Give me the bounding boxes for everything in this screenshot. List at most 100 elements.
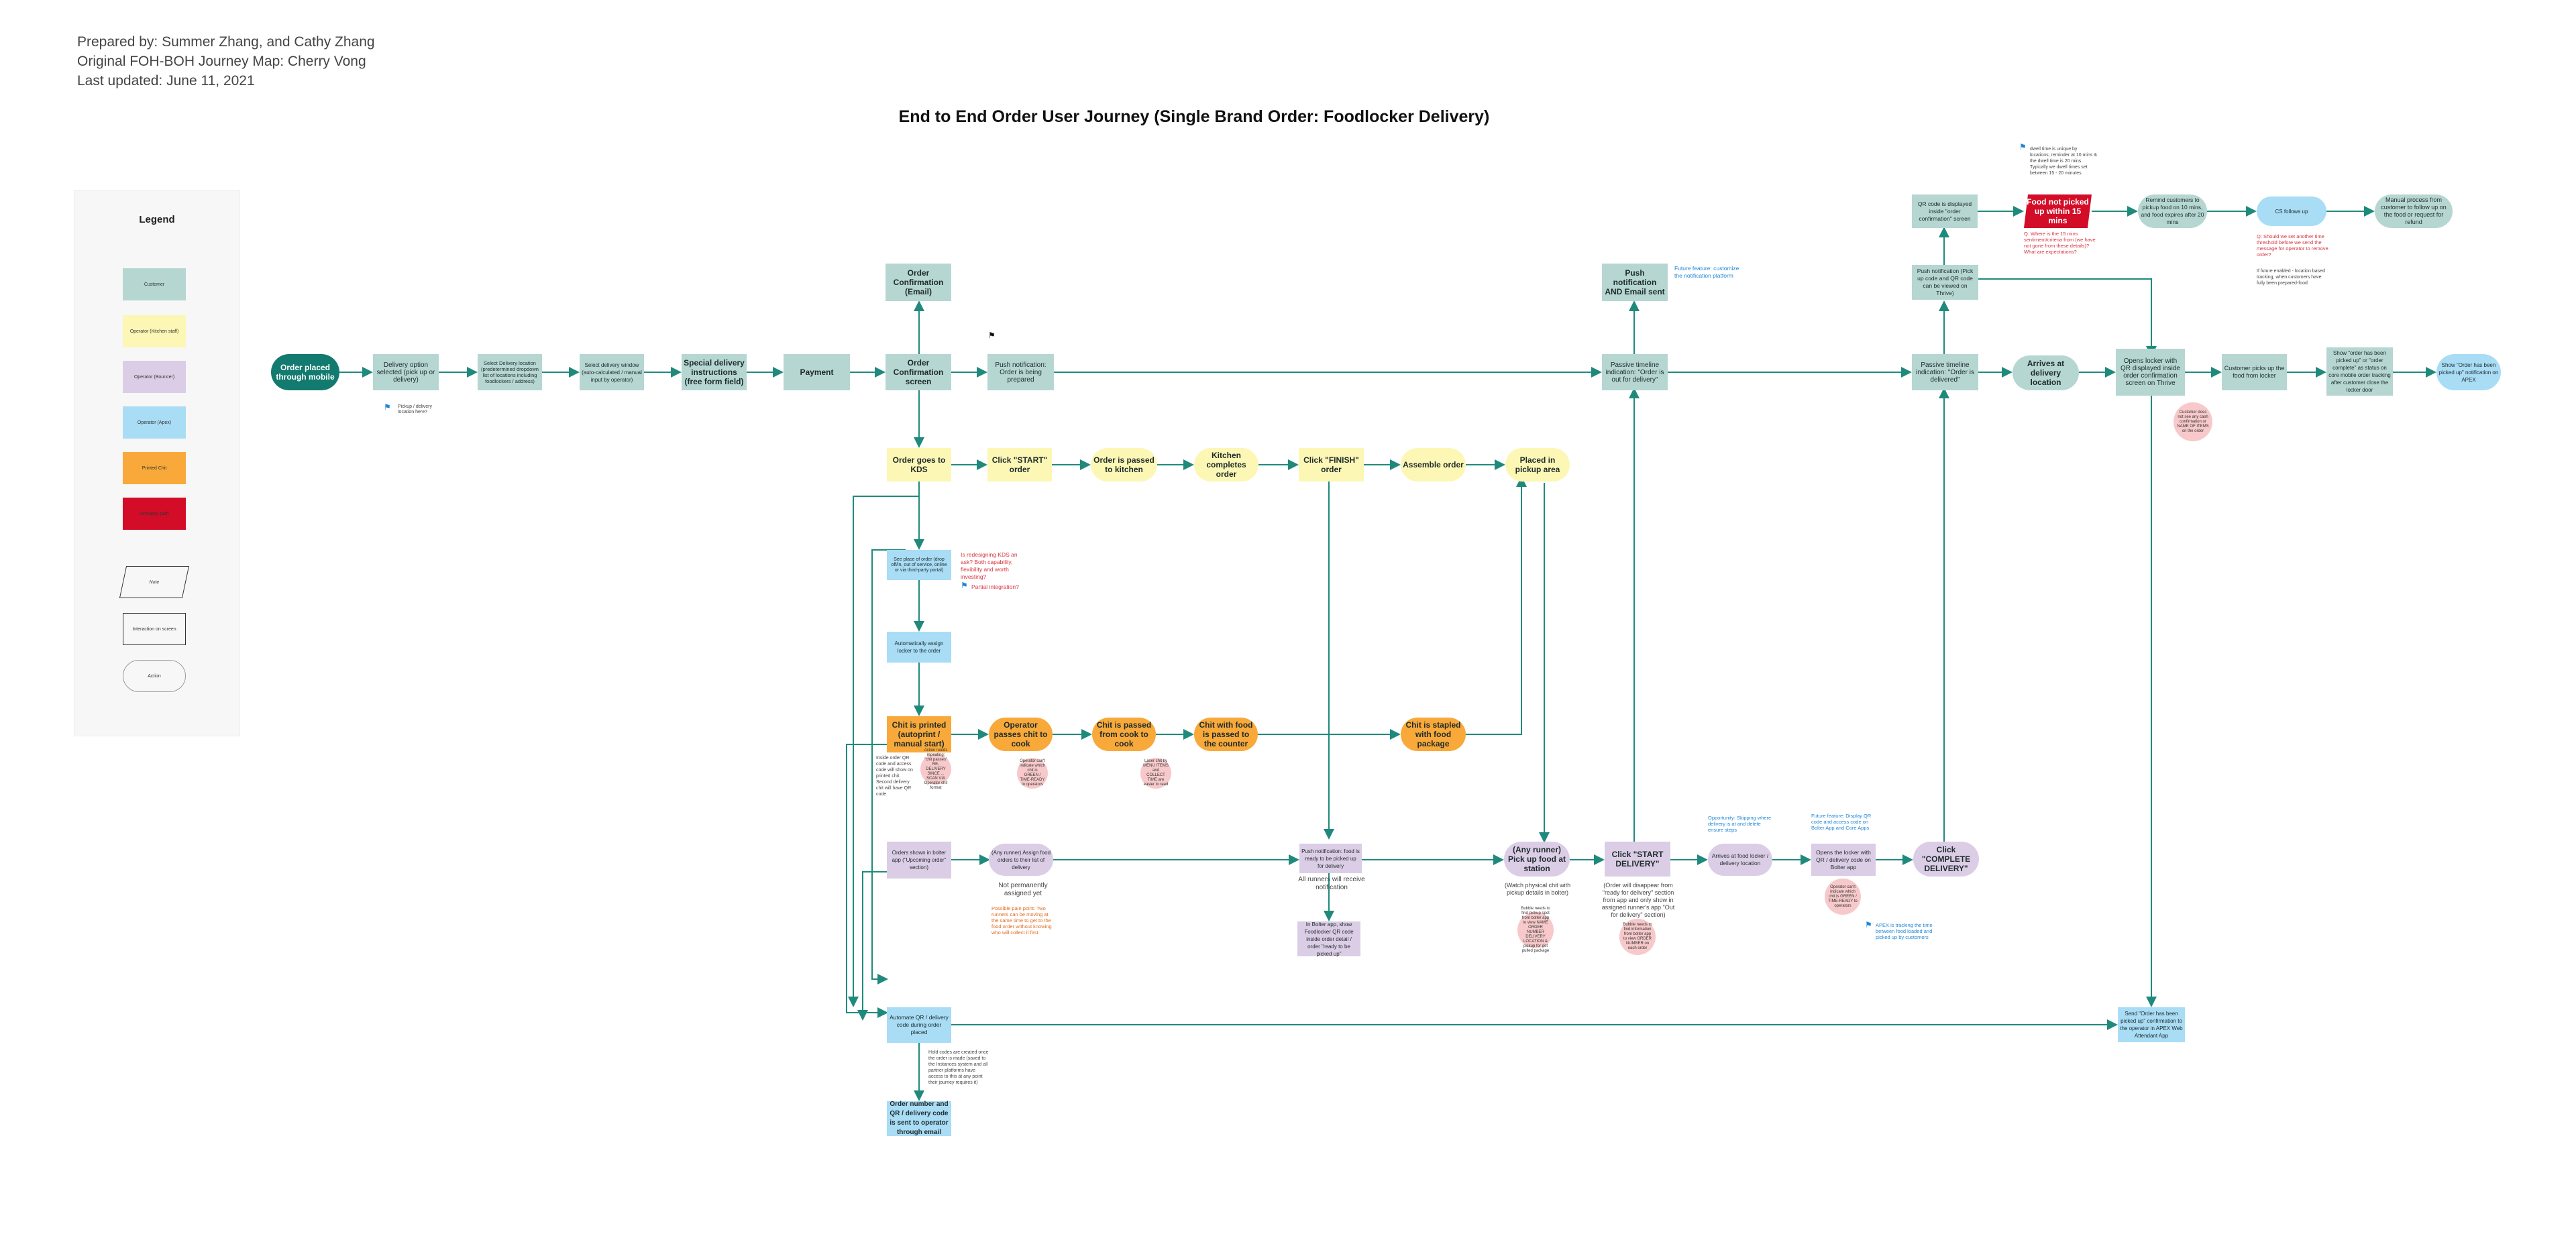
note-opportunity: Opportunity: Skipping where delivery is … <box>1708 815 1772 833</box>
node-passive-out: Passive timeline indication: "Order is o… <box>1602 354 1668 390</box>
pain-bubble: Bubble needs to find pickup spot from bo… <box>1517 907 1554 953</box>
node-arrives-food-locker: Arrives at food locker / delivery locati… <box>1708 844 1772 876</box>
node-click-finish: Click "FINISH" order <box>1299 448 1364 482</box>
note-not-permanent: Not permanently assigned yet <box>998 882 1048 897</box>
node-delivery-option: Delivery option selected (pick up or del… <box>373 354 439 390</box>
node-chit-with-food: Chit with food is passed to the counter <box>1194 718 1258 751</box>
node-opens-locker-qr: Opens the locker with QR / delivery code… <box>1811 844 1876 876</box>
flag-note: Pickup / delivery location here? <box>398 404 432 414</box>
note-red-question-2: Q: Should we set another time threshold … <box>2257 233 2328 258</box>
node-payment: Payment <box>784 354 850 390</box>
pain-bubble: Action needs repeating: "chit passes" RE… <box>920 748 951 790</box>
note-future-state: If future enabled - location based track… <box>2257 269 2325 286</box>
document-meta: Prepared by: Summer Zhang, and Cathy Zha… <box>77 32 375 91</box>
node-push-email-sent: Push notification AND Email sent <box>1602 264 1668 301</box>
node-click-start-order: Click "START" order <box>987 448 1052 482</box>
node-chit-stapled: Chit is stapled with food package <box>1401 718 1466 751</box>
pain-bubble: Bubble needs to find information from bo… <box>1619 919 1656 955</box>
flag-icon: ⚑ <box>961 581 968 590</box>
node-push-pickup-code: Push notification (Pick up code and QR c… <box>1912 265 1978 300</box>
connector <box>857 871 887 1021</box>
pain-bubble: Laser chit by MENU ITEMS and COLLECT TIM… <box>1140 758 1171 789</box>
node-in-bolter-app: In Bolter app, show Foodlocker QR code i… <box>1297 921 1360 957</box>
note-order-disappear: (Order will disappear from "ready for de… <box>1601 882 1675 918</box>
node-arrives-location: Arrives at delivery location <box>2012 355 2079 390</box>
pain-bubble: Operator can't indicate which chit is GR… <box>1017 758 1048 789</box>
note-email-codes: Hold codes are created once the order is… <box>928 1050 989 1085</box>
legend-action: Action <box>123 660 186 692</box>
pain-bubble: Operator can't indicate which chit is GR… <box>1825 879 1861 915</box>
node-click-start-delivery: Click "START DELIVERY" <box>1605 842 1670 877</box>
node-chit-printed: Chit is printed (autoprint / manual star… <box>887 716 951 752</box>
note-future-feature-display: Future feature: Display QR code and acce… <box>1811 813 1872 831</box>
original-map: Original FOH-BOH Journey Map: Cherry Von… <box>77 54 366 69</box>
note-watch-chit: (Watch physical chit with pickup details… <box>1504 882 1571 896</box>
connector <box>1978 278 2157 357</box>
node-qr-displayed: QR code is displayed inside "order confi… <box>1912 194 1978 228</box>
node-order-goes-kds: Order goes to KDS <box>887 448 951 482</box>
note-partial-integration: Partial integration? <box>971 583 1019 590</box>
node-remind-customers: Remind customers to pickup food on 10 mi… <box>2138 194 2207 228</box>
node-special-instructions: Special delivery instructions (free form… <box>682 354 747 390</box>
node-orders-shown-bolter: Orders shown in bolter app ("Upcoming or… <box>887 842 951 879</box>
node-food-not-picked: Food not picked up within 15 mins <box>2024 194 2092 228</box>
node-send-picked-up: Send "Order has been picked up" confirma… <box>2118 1007 2185 1042</box>
connector <box>1466 476 1527 735</box>
node-click-complete: Click "COMPLETE DELIVERY" <box>1913 842 1979 877</box>
node-any-runner-pickup: (Any runner) Pick up food at station <box>1504 842 1570 877</box>
legend-printed-chit: Printed Chit <box>123 452 186 484</box>
node-chit-passed-to-cook: Chit is passed from cook to cook <box>1092 718 1156 751</box>
node-show-picked-up: Show "order has been picked up" or "orde… <box>2326 347 2393 396</box>
node-auto-qr: Automate QR / delivery code during order… <box>887 1007 951 1043</box>
node-customer-picks-up: Customer picks up the food from locker <box>2222 354 2287 390</box>
node-assemble-order: Assemble order <box>1401 448 1466 482</box>
node-any-runner-assign: (Any runner) Assign food orders to their… <box>989 844 1053 876</box>
note-future-feature-push: Future feature: customize the notificati… <box>1674 265 1739 279</box>
node-cs-followup: CS follows up <box>2257 196 2326 226</box>
node-see-place-of-order: See place of order (drop off/in, out of … <box>887 550 951 580</box>
node-passive-delivered: Passive timeline indication: "Order is d… <box>1912 354 1978 390</box>
node-select-window: Select delivery window (auto-calculated … <box>580 354 644 390</box>
node-order-placed: Order placed through mobile <box>271 354 339 390</box>
node-kitchen-completes: Kitchen completes order <box>1194 448 1258 482</box>
node-auto-assign: Automatically assign locker to the order <box>887 632 951 663</box>
flag-icon: ⚑ <box>2019 142 2027 152</box>
legend-unhappy-path: Unhappy path <box>123 498 186 530</box>
note-red-question-1: Q: Where is the 15 mins sentiment/criter… <box>2024 231 2096 255</box>
note-kds-question: Is redesigning KDS an ask? Both capabili… <box>961 551 1018 580</box>
pain-bubble: Customer does not see any cash confirmat… <box>2174 402 2212 441</box>
last-updated: Last updated: June 11, 2021 <box>77 73 255 89</box>
node-order-number-sent: Order number and QR / delivery code is s… <box>887 1101 951 1136</box>
node-order-conf-email: Order Confirmation (Email) <box>885 264 951 301</box>
node-select-location: Select Delivery location (predetermined … <box>478 354 542 390</box>
note-deadline: dwell time is unique by locations; remin… <box>2030 147 2097 176</box>
legend-bouncer: Operator (Bouncer) <box>123 361 186 393</box>
legend-customer: Customer <box>123 268 186 300</box>
node-passed-to-kitchen: Order is passed to kitchen <box>1091 448 1157 482</box>
node-order-conf-screen: Order Confirmation screen <box>885 354 951 390</box>
prepared-by: Prepared by: Summer Zhang, and Cathy Zha… <box>77 34 375 50</box>
node-push-preparing: Push notification: Order is being prepar… <box>987 354 1054 390</box>
legend-note: Note <box>119 566 190 598</box>
node-operator-passes-chit: Operator passes chit to cook <box>989 718 1053 751</box>
legend-title: Legend <box>139 214 175 225</box>
flag-icon: ⚑ <box>1865 920 1872 929</box>
node-manual-process: Manual process from customer to follow u… <box>2375 194 2453 228</box>
legend-kitchen: Operator (Kitchen staff) <box>123 315 186 347</box>
node-push-ready-pickup: Push notification: food is ready to be p… <box>1299 844 1362 873</box>
flag-icon: ⚑ <box>988 331 996 340</box>
flag-icon: ⚑ <box>384 402 391 412</box>
node-opens-locker: Opens locker with QR displayed inside or… <box>2116 349 2185 396</box>
legend-panel: Legend Customer Operator (Kitchen staff)… <box>74 190 240 736</box>
diagram-title: End to End Order User Journey (Single Br… <box>898 107 1490 126</box>
note-all-runners: All runners will receive notification <box>1298 876 1365 891</box>
note-apex-tracking: APEX is tracking the time between food l… <box>1876 922 1933 940</box>
legend-interaction: Interaction on screen <box>123 613 186 645</box>
connector <box>848 496 919 1007</box>
note-chit-code: Inside order QR code and access code wil… <box>876 756 913 797</box>
note-pain-point: Possible pain point: Two runners can be … <box>991 905 1052 936</box>
node-placed-pickup: Placed in pickup area <box>1505 448 1570 482</box>
legend-apex: Operator (Apex) <box>123 406 186 439</box>
node-final-notification: Show "Order has been picked up" notifica… <box>2436 354 2501 390</box>
